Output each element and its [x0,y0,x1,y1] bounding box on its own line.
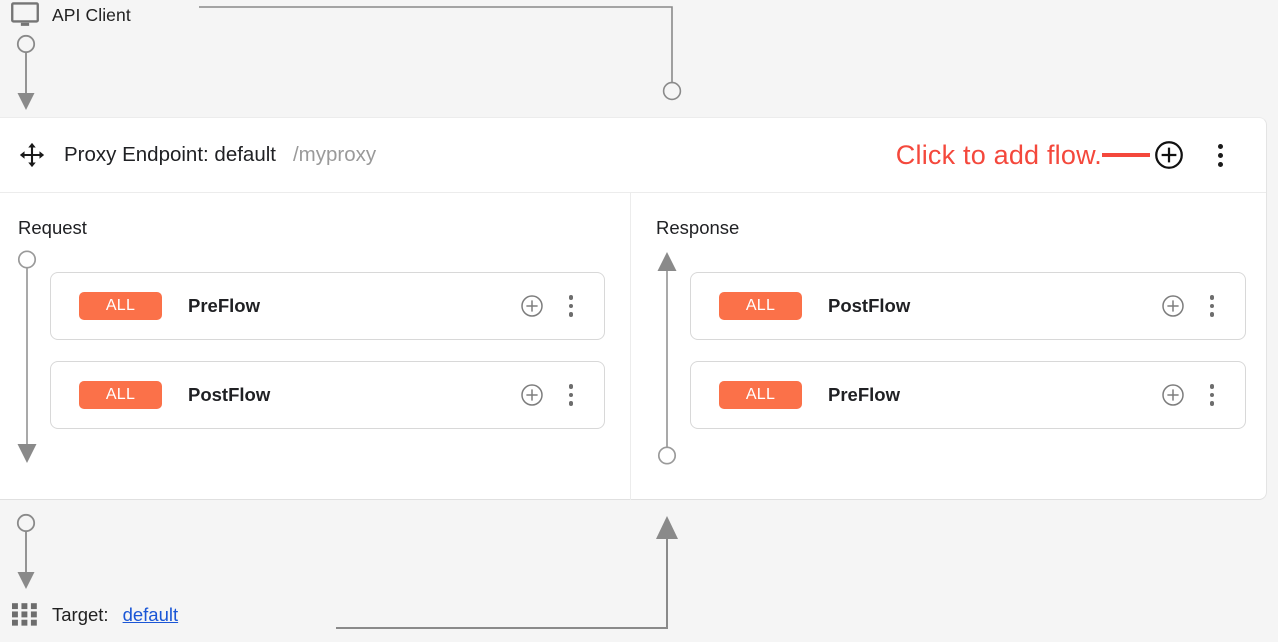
add-flow-button[interactable] [1152,138,1186,172]
response-flow-list: ALL PostFlow [690,272,1246,429]
proxy-header-actions: Click to add flow. [896,138,1266,172]
add-step-button[interactable] [519,293,545,319]
api-client-label: API Client [52,4,131,25]
more-vert-icon [1209,295,1215,300]
flow-name: PostFlow [188,384,271,405]
flow-columns: Request ALL PreFlow [0,193,1266,500]
target-zone [0,501,1278,642]
target-to-proxy-connector [336,516,678,629]
proxy-endpoint-title: Proxy Endpoint: default [64,143,276,166]
proxy-endpoint-basepath: /myproxy [292,143,377,166]
add-step-button[interactable] [519,382,545,408]
proxy-endpoint-panel: Proxy Endpoint: default /myproxy Click t… [0,117,1267,500]
flow-scope-badge: ALL [79,292,162,320]
move-handle-icon[interactable] [18,141,46,169]
request-flow-list: ALL PreFlow [50,272,605,429]
request-flow-direction-arrow [17,250,37,463]
more-vert-icon [1217,143,1223,149]
flow-overflow-menu[interactable] [561,382,581,408]
target-endpoint-link[interactable]: default [122,604,179,625]
client-outbound-arrow [16,34,36,110]
flow-overflow-menu[interactable] [1202,382,1222,408]
more-vert-icon [568,295,574,300]
target-label: Target: [52,604,109,625]
response-flow-direction-arrow [657,252,677,465]
add-flow-annotation: Click to add flow. [896,140,1150,171]
target-node[interactable]: Target: default [12,603,178,627]
flow-row[interactable]: ALL PreFlow [690,361,1246,429]
more-vert-icon [568,384,574,389]
response-column: Response ALL PostFlow [631,193,1266,500]
flow-name: PreFlow [828,384,900,405]
monitor-icon [11,2,39,26]
add-step-button[interactable] [1160,293,1186,319]
plus-circle-icon [1162,384,1184,406]
flow-row[interactable]: ALL PreFlow [50,272,605,340]
plus-circle-icon [521,384,543,406]
flow-scope-badge: ALL [719,292,802,320]
grid-icon [12,603,37,626]
add-step-button[interactable] [1160,382,1186,408]
request-column-title: Request [18,217,87,238]
flow-overflow-menu[interactable] [561,293,581,319]
flow-row-actions [1160,382,1245,408]
plus-circle-icon [1155,141,1183,169]
request-column: Request ALL PreFlow [0,193,631,500]
more-vert-icon [1209,384,1215,389]
plus-circle-icon [521,295,543,317]
flow-row-actions [519,293,604,319]
annotation-pointer-line [1102,153,1150,157]
annotation-text: Click to add flow. [895,139,1102,170]
flow-name: PostFlow [828,295,911,316]
response-column-title: Response [656,217,740,238]
proxy-to-target-arrow [16,513,36,589]
flow-row-actions [519,382,604,408]
flow-row[interactable]: ALL PostFlow [50,361,605,429]
plus-circle-icon [1162,295,1184,317]
api-client-zone: API Client [0,0,1278,117]
proxy-endpoint-overflow-menu[interactable] [1208,140,1232,170]
client-to-proxy-connector [199,6,682,101]
flow-name: PreFlow [188,295,260,316]
api-client-node[interactable]: API Client [10,2,131,28]
flow-scope-badge: ALL [719,381,802,409]
proxy-endpoint-header: Proxy Endpoint: default /myproxy Click t… [0,118,1266,193]
flow-overflow-menu[interactable] [1202,293,1222,319]
flow-scope-badge: ALL [79,381,162,409]
flow-row[interactable]: ALL PostFlow [690,272,1246,340]
flow-row-actions [1160,293,1245,319]
